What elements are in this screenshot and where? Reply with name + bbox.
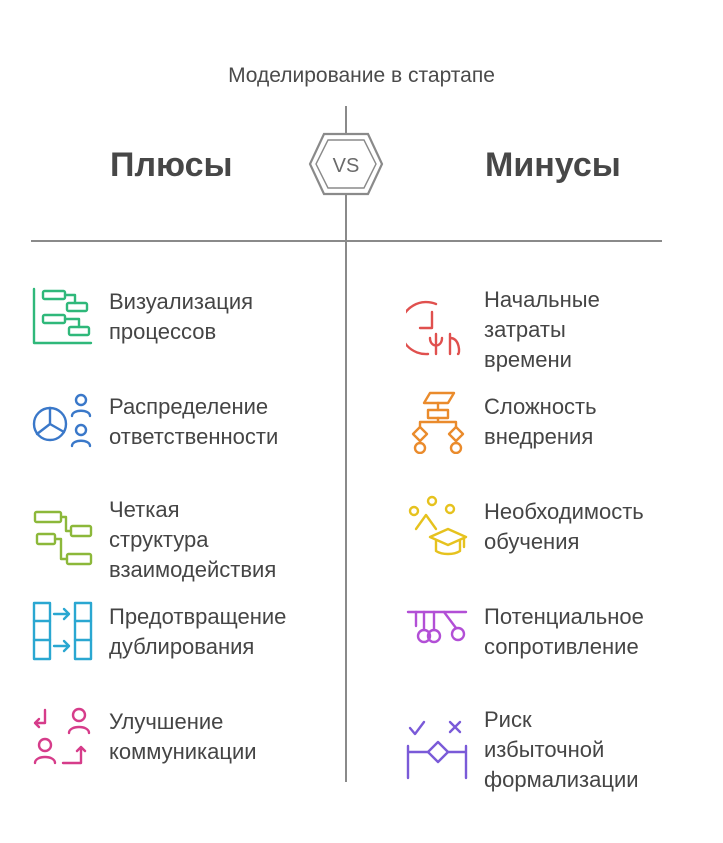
pie-chart-people-icon xyxy=(32,393,92,448)
flowchart-icon xyxy=(411,391,465,454)
people-exchange-icon xyxy=(33,707,91,765)
pro-label: Распределение ответственности xyxy=(109,394,279,449)
con-item-complexity: Сложность внедрения xyxy=(406,390,597,454)
graduation-cap-icon xyxy=(408,495,468,556)
pendulum-icon xyxy=(406,610,468,644)
divider-top xyxy=(345,106,347,136)
clock-time-icon xyxy=(406,300,461,356)
pro-item-communication: Улучшение коммуникации xyxy=(31,705,257,769)
pro-label: Предотвращение дублирования xyxy=(109,604,287,659)
con-item-time: Начальные затраты времени xyxy=(406,285,600,375)
divider-vertical xyxy=(345,194,347,782)
con-item-formalization: Риск избыточной формализации xyxy=(406,705,639,795)
con-label: Риск избыточной формализации xyxy=(484,707,639,792)
vs-badge: VS xyxy=(308,132,384,196)
pro-label: Визуализация процессов xyxy=(109,289,254,344)
con-item-resistance: Потенциальное сопротивление xyxy=(406,600,644,664)
pros-heading: Плюсы xyxy=(110,146,233,184)
transfer-columns-icon xyxy=(32,601,93,661)
con-item-training: Необходимость обучения xyxy=(406,495,644,559)
pro-label: Улучшение коммуникации xyxy=(109,709,257,764)
gantt-chart-icon xyxy=(32,287,93,345)
page-title: Моделирование в стартапе xyxy=(228,64,495,87)
divider-horizontal xyxy=(31,240,662,242)
con-label: Необходимость обучения xyxy=(484,499,644,554)
cons-heading: Минусы xyxy=(485,146,621,184)
con-label: Начальные затраты времени xyxy=(484,287,600,372)
decision-check-cross-icon xyxy=(406,720,468,780)
con-label: Сложность внедрения xyxy=(484,394,597,449)
pro-item-responsibility: Распределение ответственности xyxy=(31,390,278,454)
vs-label: VS xyxy=(333,155,360,177)
structure-flow-icon xyxy=(33,510,93,566)
pro-item-visualization: Визуализация процессов xyxy=(31,285,253,349)
con-label: Потенциальное сопротивление xyxy=(484,604,644,659)
pro-item-duplication: Предотвращение дублирования xyxy=(31,600,286,664)
pro-label: Четкая структура взаимодействия xyxy=(109,497,277,582)
pro-item-structure: Четкая структура взаимодействия xyxy=(31,495,276,585)
